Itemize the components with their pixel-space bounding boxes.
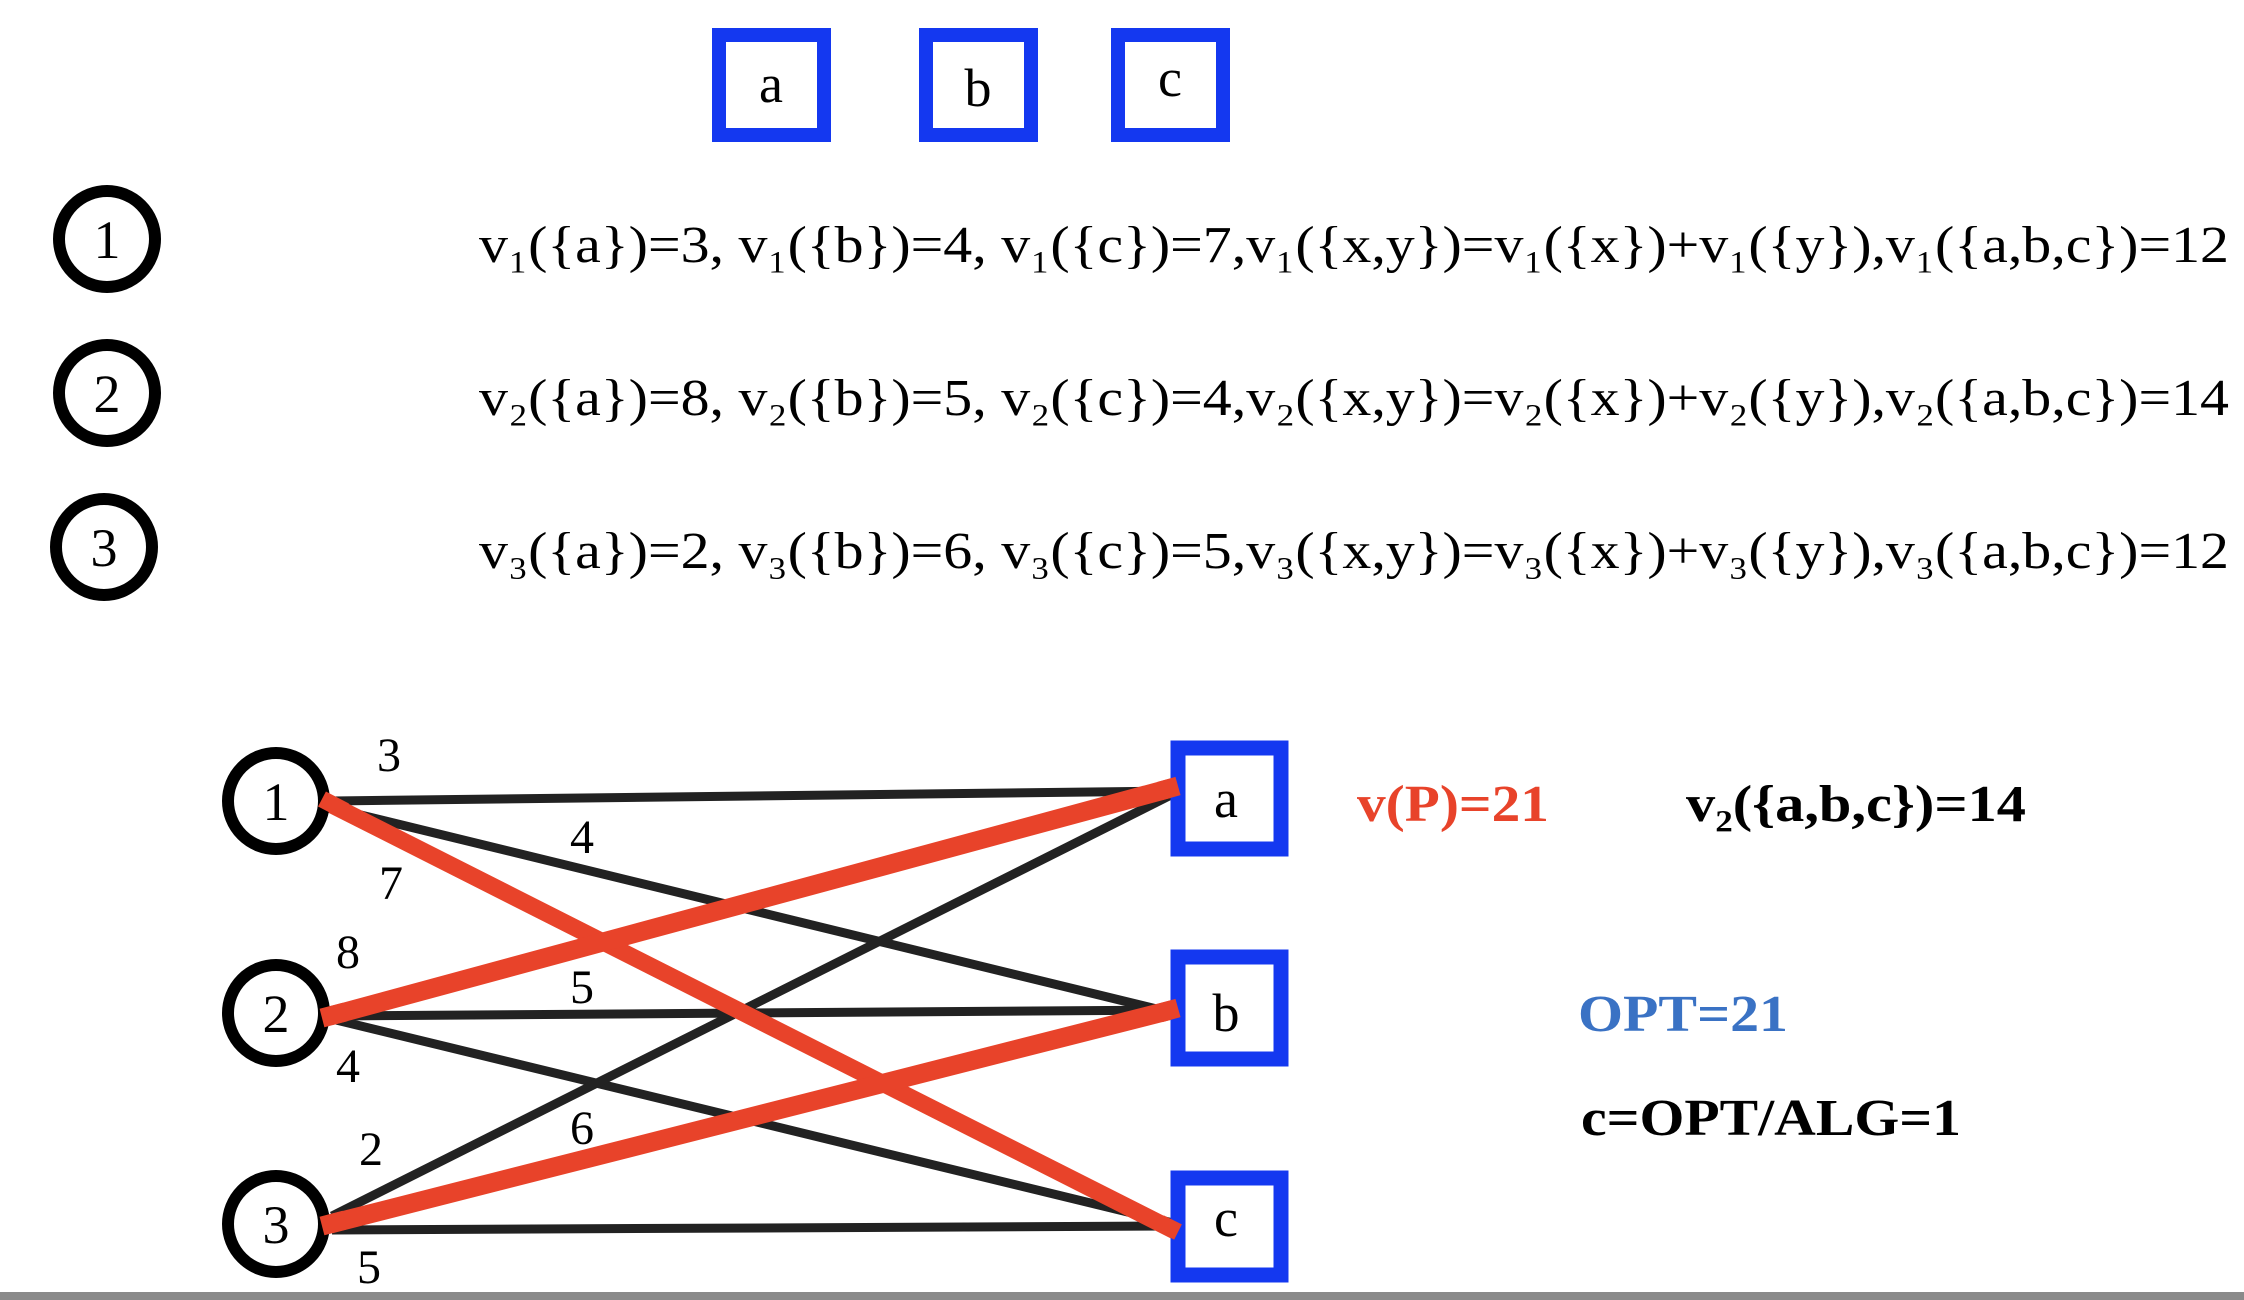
weight-label-3-c: 5 <box>357 1241 381 1294</box>
graph-agent-1: 1 <box>222 747 330 855</box>
bottom-divider <box>0 1292 2244 1300</box>
edge-1-a <box>331 786 1174 806</box>
agent-label: 2 <box>94 364 121 424</box>
item-label: b <box>1213 983 1240 1043</box>
agent-3-valuation: 3 v₃({a})=2, v₃({b})=6, v₃({c})=5,v₃({x,… <box>50 493 2229 601</box>
agent-2-bundle-value: v₂({a,b,c})=14 <box>1686 776 2026 833</box>
weight-label-2-b: 5 <box>570 961 594 1014</box>
agent-2-valuation: 2 v₂({a})=8, v₂({b})=5, v₂({c})=4,v₂({x,… <box>53 339 2229 447</box>
top-item-c: c <box>1111 28 1230 142</box>
item-label: b <box>965 58 992 118</box>
weight-label-2-c: 4 <box>336 1040 360 1093</box>
selected-edge-1-c <box>326 796 1179 1239</box>
graph-agent-2: 2 <box>222 959 330 1067</box>
agent-label: 3 <box>263 1195 290 1255</box>
graph-item-b: b <box>1170 949 1289 1067</box>
competitive-ratio: c=OPT/ALG=1 <box>1581 1090 1961 1147</box>
weight-label-1-a: 3 <box>377 729 401 782</box>
weight-label-2-a: 8 <box>336 926 360 979</box>
optimum-value: OPT=21 <box>1578 986 1788 1043</box>
selected-edges <box>326 777 1179 1239</box>
graph-agent-3: 3 <box>222 1170 330 1278</box>
weight-label-3-b: 6 <box>570 1102 594 1155</box>
top-item-b: b <box>919 28 1038 142</box>
agent-label: 2 <box>263 984 290 1044</box>
item-label: c <box>1158 48 1182 108</box>
weight-label-1-b: 4 <box>570 811 594 864</box>
selected-edge-tips <box>1156 776 1182 1240</box>
edge-3-c <box>331 1221 1174 1235</box>
graph-item-a: a <box>1170 740 1289 857</box>
agent-1-valuation: 1 v₁({a})=3, v₁({b})=4, v₁({c})=7,v₁({x,… <box>53 185 2229 293</box>
agent-label: 1 <box>94 210 121 270</box>
top-item-a: a <box>712 28 831 142</box>
valuation-text: v₃({a})=2, v₃({b})=6, v₃({c})=5,v₃({x,y}… <box>479 523 2229 580</box>
valuation-text: v₁({a})=3, v₁({b})=4, v₁({c})=7,v₁({x,y}… <box>479 217 2229 274</box>
item-label: a <box>1214 769 1238 829</box>
edge-3-a <box>329 789 1176 1221</box>
weight-label-1-c: 7 <box>379 857 403 910</box>
allocation-value: v(P)=21 <box>1357 776 1549 833</box>
agent-label: 1 <box>263 772 290 832</box>
agent-label: 3 <box>91 518 118 578</box>
edge-weights: 3 4 7 8 5 4 2 6 5 <box>336 729 594 1294</box>
selected-edge-ends <box>318 791 349 1236</box>
item-label: a <box>759 54 783 114</box>
selected-edge-3-b <box>327 999 1178 1234</box>
item-label: c <box>1214 1188 1238 1248</box>
valuation-text: v₂({a})=8, v₂({b})=5, v₂({c})=4,v₂({x,y}… <box>479 370 2229 427</box>
selected-edge-2-a <box>327 777 1178 1026</box>
weight-label-3-a: 2 <box>359 1123 383 1176</box>
graph-item-c: c <box>1170 1170 1289 1283</box>
